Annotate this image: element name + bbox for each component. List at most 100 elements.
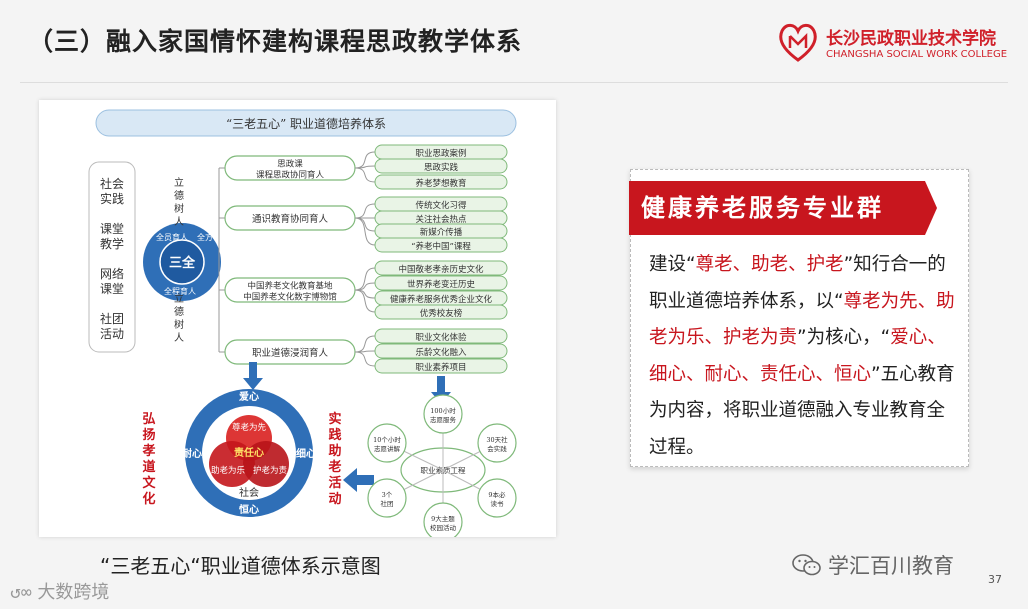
branch-label-bottom: 德 — [174, 305, 184, 318]
branch-label-top: 树 — [174, 202, 184, 215]
branch-item: “养老中国”课程 — [411, 241, 471, 252]
branch-item-connector — [355, 218, 375, 245]
branch-item-connector — [355, 204, 375, 218]
branch-item-connector — [355, 166, 375, 168]
branch-item: 关注社会热点 — [415, 214, 467, 225]
bottom-label: 社会 — [239, 486, 259, 499]
logo-name-en: CHANGSHA SOCIAL WORK COLLEGE — [826, 49, 1007, 60]
network-node-label: 10个小时 — [373, 435, 401, 444]
down-arrow-left — [243, 362, 263, 390]
branch-label-bottom: 人 — [174, 332, 184, 344]
outer-label: 恒心 — [239, 503, 259, 516]
slide-title: （三）融入家国情怀建构课程思政教学体系 — [28, 22, 522, 58]
branch-item: 传统文化习得 — [415, 200, 467, 211]
center-label: 责任心 — [234, 446, 264, 459]
branch-item: 中国敬老孝亲历史文化 — [398, 264, 484, 275]
left-item: 社团 — [100, 311, 124, 326]
right-side-label: 老 — [327, 459, 341, 475]
card-text: 建设“ — [649, 254, 696, 275]
left-side-label: 扬 — [142, 427, 155, 443]
branch-item: 养老梦想教育 — [415, 178, 466, 189]
left-item-continued: 教学 — [100, 236, 124, 251]
network-node-label-continued: 会实践 — [487, 444, 507, 453]
left-item-continued: 活动 — [100, 327, 124, 341]
branch-label-top: 德 — [174, 189, 184, 202]
outer-label: 爱心 — [239, 390, 259, 403]
card-highlight-text: 尊老、助老、护老 — [696, 254, 844, 275]
diagram-title: “三老五心” 职业道德培养体系 — [226, 116, 386, 131]
wechat-icon — [792, 553, 822, 577]
branch-label: 中国养老文化数字博物馆 — [243, 292, 337, 303]
ring-label: 全方位育人 — [197, 232, 237, 242]
branch-label-bottom: 立 — [174, 292, 184, 305]
title-divider — [20, 82, 1008, 83]
card-text: ”为核心，“ — [797, 327, 890, 348]
left-side-label: 化 — [142, 491, 155, 507]
branch-item: 思政实践 — [424, 162, 459, 173]
college-logo: 长沙民政职业技术学院 CHANGSHA SOCIAL WORK COLLEGE — [778, 20, 818, 64]
card-header-tail — [925, 181, 937, 235]
branch-label: 职业道德浸润育人 — [252, 347, 329, 359]
branch-label-bottom: 树 — [174, 318, 184, 331]
diagram-figure: “三老五心” 职业道德培养体系社会实践课堂教学网络课堂社团活动三全全员育人全程育… — [39, 100, 556, 537]
inner-label: 护老为责 — [253, 465, 288, 476]
left-side-label: 孝 — [141, 443, 155, 459]
branch-label: 思政课 — [277, 159, 303, 170]
branch-label-top: 立 — [174, 176, 184, 189]
page-number: 37 — [988, 573, 1002, 586]
network-node-label-continued: 校园活动 — [430, 523, 457, 532]
right-side-label: 践 — [328, 427, 341, 443]
branch-item: 职业素养项目 — [415, 362, 466, 373]
left-item-continued: 实践 — [100, 191, 124, 206]
branch-label: 通识教育协同育人 — [252, 213, 329, 225]
network-node-label: 100小时 — [430, 406, 456, 415]
info-card: 健康养老服务专业群 建设“尊老、助老、护老”知行合一的职业道德培养体系，以“尊老… — [630, 169, 969, 467]
card-header: 健康养老服务专业群 — [629, 181, 925, 235]
left-side-label: 道 — [142, 459, 155, 475]
right-side-label: 实 — [328, 411, 341, 427]
heart-logo-icon — [778, 20, 818, 64]
network-node-label: 30天社 — [486, 435, 508, 444]
network-node-label-continued: 志愿服务 — [430, 415, 457, 424]
branch-item: 职业文化体验 — [415, 332, 467, 343]
watermark-left: ↺∞ 大数跨境 — [10, 578, 109, 604]
right-side-label: 助 — [328, 443, 341, 459]
right-side-label: 活 — [328, 475, 341, 491]
watermark-left-text: 大数跨境 — [37, 582, 109, 603]
branch-item-connector — [355, 283, 375, 290]
three-complete-center: 三全 — [169, 255, 196, 271]
network-node-label: 3个 — [382, 491, 393, 499]
ring-label: 全员育人 — [156, 232, 188, 242]
diagram-svg: “三老五心” 职业道德培养体系社会实践课堂教学网络课堂社团活动三全全员育人全程育… — [39, 100, 556, 537]
network-node-label: 9大主题 — [431, 514, 455, 523]
branch-item-connector — [355, 168, 375, 182]
watermark-right-text: 学汇百川教育 — [828, 550, 954, 580]
network-node-label-continued: 志愿讲解 — [374, 444, 401, 453]
branch-label-top: 人 — [174, 216, 184, 228]
inner-label: 助老为乐 — [211, 465, 246, 476]
network-node-label-continued: 读书 — [491, 499, 505, 508]
branch-item-connector — [355, 352, 375, 366]
inner-label: 尊老为先 — [232, 422, 267, 433]
outer-label: 耐心 — [182, 447, 202, 460]
branch-item-connector — [355, 290, 375, 298]
branch-item: 健康养老服务优秀企业文化 — [390, 294, 493, 305]
watermark-left-icon: ↺∞ — [10, 582, 32, 603]
outer-label: 细心 — [296, 447, 316, 460]
branch-item: 世界养老变迁历史 — [407, 279, 476, 290]
branch-label: 课程思政协同育人 — [256, 170, 325, 181]
right-side-label: 动 — [328, 492, 341, 507]
branch-item: 优秀校友榜 — [420, 308, 463, 319]
left-arrow — [343, 468, 374, 492]
branch-item: 乐龄文化融入 — [415, 347, 467, 358]
branch-label: 中国养老文化教育基地 — [247, 281, 333, 292]
network-node-label: 9本必 — [488, 490, 506, 499]
watermark-right: 学汇百川教育 — [792, 550, 954, 580]
left-side-label: 弘 — [142, 412, 155, 427]
logo-name-cn: 长沙民政职业技术学院 — [826, 24, 996, 49]
left-item: 课堂 — [100, 222, 124, 236]
card-body: 建设“尊老、助老、护老”知行合一的职业道德培养体系，以“尊老为先、助老为乐、护老… — [649, 247, 961, 466]
network-node-label-continued: 社团 — [381, 499, 394, 508]
branch-item-connector — [355, 336, 375, 352]
figure-caption: “三老五心“职业道德体系示意图 — [100, 550, 381, 579]
